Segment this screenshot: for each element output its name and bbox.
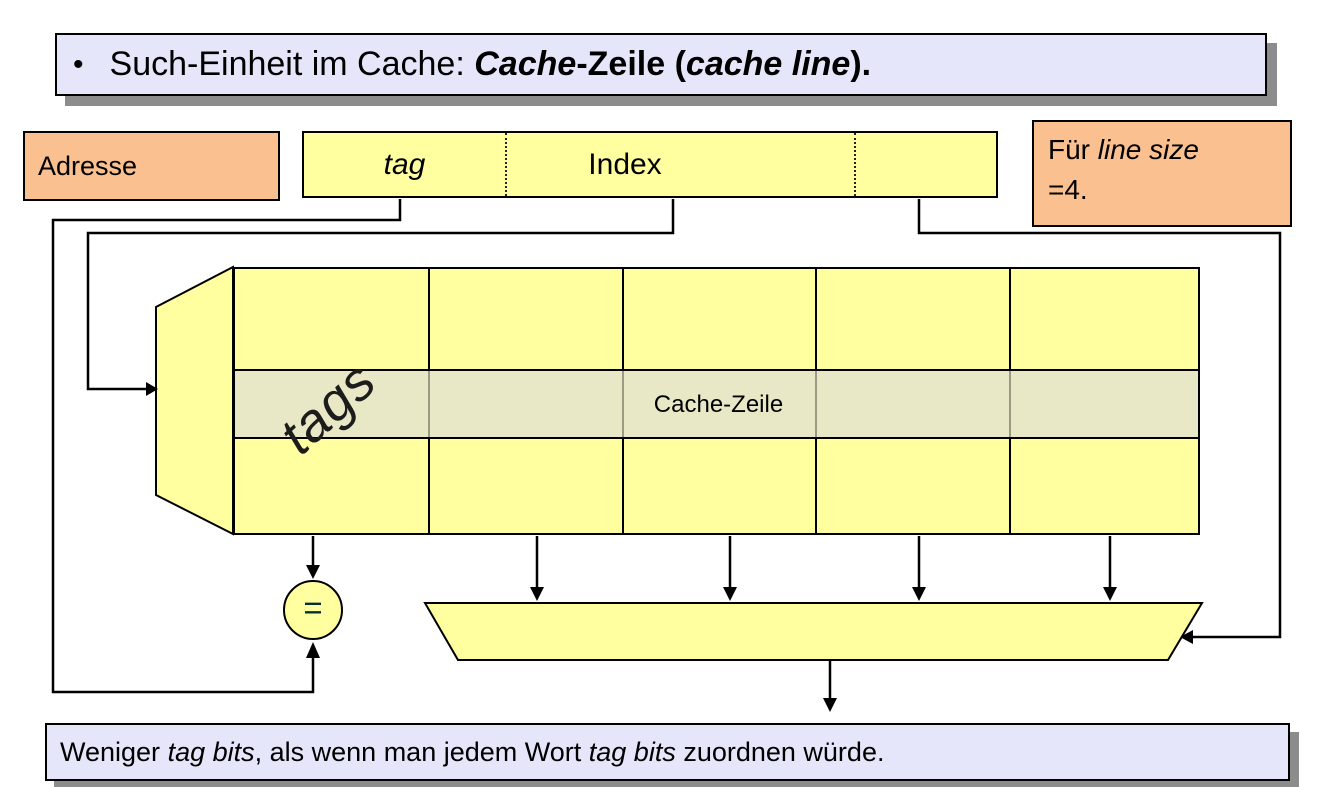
- line-size-text-3: =4.: [1048, 173, 1088, 205]
- title-box: • Such-Einheit im Cache: Cache-Zeile (cac…: [55, 33, 1267, 96]
- line-size-text-1: Für: [1048, 134, 1098, 165]
- arrowhead-down-icon: [823, 698, 837, 712]
- highlight-row-divider: [815, 370, 817, 439]
- title-text-paren-close: ).: [850, 45, 872, 83]
- bottom-note: Weniger tag bits, als wenn man jedem Wor…: [45, 723, 1290, 781]
- field-divider-2: [854, 133, 856, 196]
- mux-trapezoid: [423, 602, 1204, 661]
- tags-funnel: [155, 265, 234, 536]
- line-size-note: Für line size =4.: [1032, 120, 1292, 227]
- arrowhead-down-icon: [912, 587, 926, 601]
- arrowhead-down-icon: [530, 587, 544, 601]
- highlight-row-divider: [622, 370, 624, 439]
- title-text-cache: Cache: [474, 45, 577, 83]
- arrowhead-right-icon: [146, 382, 158, 396]
- title-text-zeile: -Zeile: [576, 45, 666, 83]
- line-size-text-2: line size: [1097, 134, 1199, 165]
- bottom-text-4: tag bits: [588, 736, 676, 767]
- address-field-index: Index: [588, 148, 662, 181]
- bullet-icon: •: [73, 47, 84, 81]
- arrowhead-left-icon: [1180, 630, 1193, 644]
- cache-row-label: Cache-Zeile: [653, 390, 784, 418]
- arrowhead-down-icon: [306, 565, 320, 579]
- bottom-text-3: , als wenn man jedem Wort: [254, 736, 589, 767]
- title-text-paren-open: (: [665, 45, 686, 83]
- highlight-row-divider: [428, 370, 430, 439]
- highlight-row-divider: [1009, 370, 1011, 439]
- bottom-text-5: zuordnen würde.: [675, 736, 885, 767]
- title-text-cacheline: cache line: [685, 45, 851, 83]
- address-field: tag Index: [302, 131, 998, 198]
- title-text-plain: Such-Einheit im Cache:: [109, 45, 475, 83]
- arrowhead-down-icon: [723, 587, 737, 601]
- bottom-text-2: tag bits: [167, 736, 255, 767]
- adresse-label: Adresse: [38, 150, 138, 181]
- adresse-box: Adresse: [23, 131, 280, 201]
- comparator-equals: =: [303, 588, 323, 626]
- address-field-tag: tag: [383, 148, 426, 181]
- grid-row-line: [235, 369, 1198, 371]
- arrowhead-up-icon: [306, 642, 320, 658]
- arrowhead-down-icon: [1103, 587, 1117, 601]
- grid-row-line: [235, 437, 1198, 439]
- bottom-text-1: Weniger: [60, 736, 168, 767]
- field-divider-1: [505, 133, 507, 196]
